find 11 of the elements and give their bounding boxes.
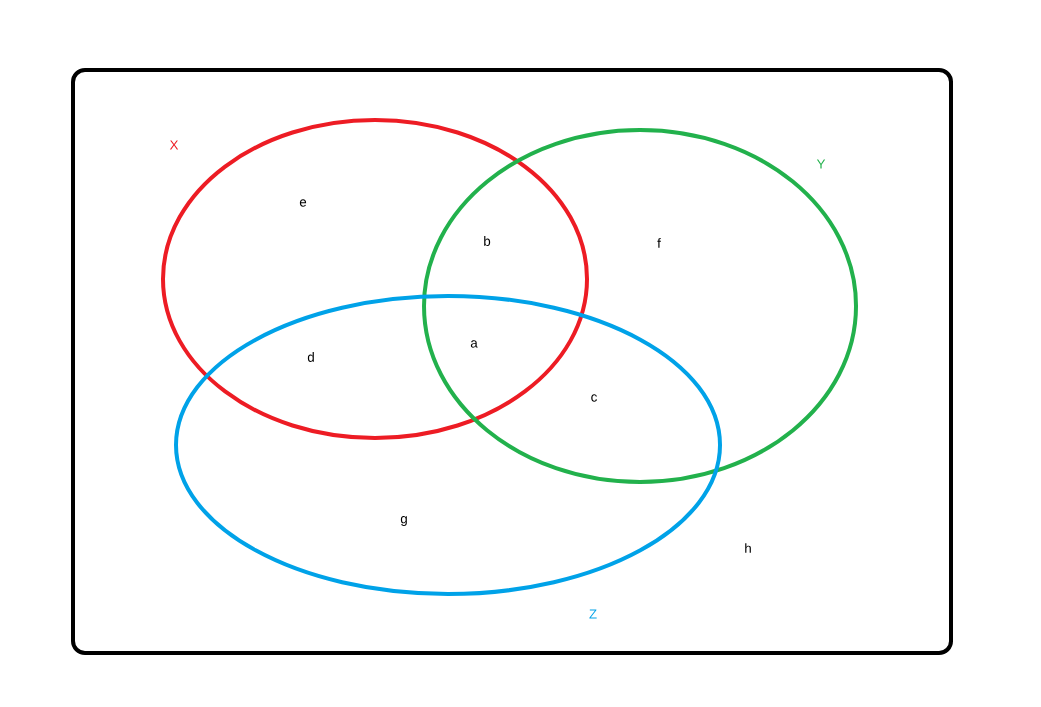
region-label: b — [484, 236, 491, 246]
region-label: h — [745, 543, 751, 553]
set-label: Z — [589, 609, 597, 619]
set-label: X — [169, 140, 179, 150]
region-label: g — [400, 516, 407, 526]
region-label: d — [307, 352, 314, 362]
set-label: Y — [816, 159, 826, 169]
region-label: e — [299, 199, 307, 207]
region-label: a — [470, 340, 478, 348]
region-label: c — [591, 394, 597, 402]
region-label: f — [657, 238, 661, 248]
